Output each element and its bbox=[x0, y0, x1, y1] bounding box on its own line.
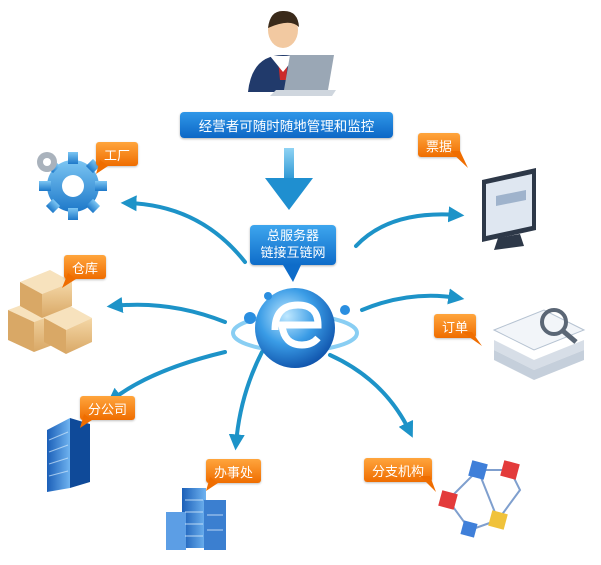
server-box: 总服务器 链接互链网 bbox=[250, 225, 336, 265]
arrow-office bbox=[228, 350, 264, 451]
arrow-branch bbox=[106, 350, 227, 404]
warehouse-boxes-icon bbox=[8, 270, 92, 354]
node-label-factory: 工厂 bbox=[96, 142, 139, 166]
arrow-tickets bbox=[354, 206, 465, 248]
down-arrow bbox=[265, 148, 313, 210]
top-banner: 经营者可随时随地管理和监控 bbox=[180, 112, 393, 138]
arrow-sub-org bbox=[328, 353, 414, 438]
branch-building-icon bbox=[47, 418, 90, 492]
arrow-warehouse bbox=[106, 297, 227, 324]
node-label-branch: 分公司 bbox=[80, 396, 136, 420]
office-buildings-icon bbox=[166, 488, 226, 550]
arrow-orders bbox=[360, 288, 465, 312]
node-label-warehouse: 仓库 bbox=[64, 255, 107, 279]
arrow-factory bbox=[120, 195, 247, 264]
node-label-tickets: 票据 bbox=[418, 133, 461, 157]
globe-server-icon bbox=[231, 288, 359, 368]
orders-documents-icon bbox=[492, 308, 586, 380]
user-laptop-icon bbox=[248, 10, 336, 96]
server-box-line1: 总服务器 bbox=[266, 229, 319, 244]
node-label-orders: 订单 bbox=[434, 314, 477, 338]
tickets-monitor-icon bbox=[482, 168, 536, 250]
node-label-sub-org: 分支机构 bbox=[364, 458, 433, 482]
sub-org-network-icon bbox=[438, 460, 522, 538]
connection-arrows bbox=[106, 195, 465, 451]
node-label-office: 办事处 bbox=[206, 459, 262, 483]
server-box-line2: 链接互链网 bbox=[260, 246, 326, 261]
